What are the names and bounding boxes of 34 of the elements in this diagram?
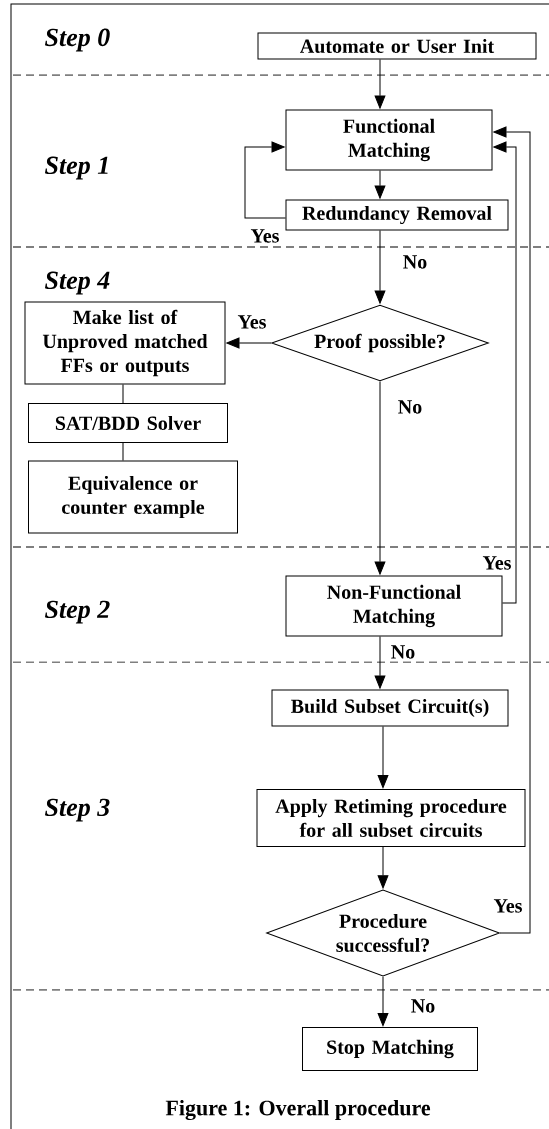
process-box: Redundancy Removal (285, 199, 509, 231)
process-box: Apply Retiming procedure for all subset circuits (256, 789, 526, 847)
arrow (244, 141, 286, 219)
arrow (374, 230, 386, 304)
figure-caption: Figure 1: Overall procedure (165, 1099, 431, 1121)
process-box: Automate or User Init (257, 32, 537, 60)
step-label: Step 2 (44, 600, 110, 624)
edge-label: No (396, 399, 424, 415)
arrow (377, 726, 389, 789)
step-label: Step 0 (44, 28, 110, 52)
step-label: Step 3 (44, 798, 110, 822)
process-box: Non-Functional Matching (285, 575, 503, 637)
arrow (377, 976, 389, 1027)
process-box: Functional Matching (285, 109, 493, 171)
arrow (374, 59, 386, 109)
edge-label: Yes (249, 228, 281, 244)
arrow (226, 337, 272, 349)
arrow (377, 846, 389, 889)
arrow (493, 141, 517, 604)
arrow (374, 381, 386, 575)
edge-label: No (401, 254, 429, 270)
process-box: Build Subset Circuit(s) (271, 689, 509, 727)
process-box: Equivalence or counter example (28, 460, 238, 534)
process-box: Make list of Unproved matched FFs or outputs (24, 301, 226, 385)
edge-label: Yes (236, 314, 268, 330)
edge-label: No (389, 644, 417, 660)
process-box: Stop Matching (302, 1027, 478, 1071)
edge-label: Yes (481, 555, 513, 571)
arrow (374, 636, 386, 689)
process-box: SAT/BDD Solver (28, 403, 228, 443)
step-label: Step 1 (44, 156, 108, 180)
arrow (374, 170, 386, 199)
arrow (493, 126, 531, 934)
edge-label: No (409, 998, 437, 1014)
